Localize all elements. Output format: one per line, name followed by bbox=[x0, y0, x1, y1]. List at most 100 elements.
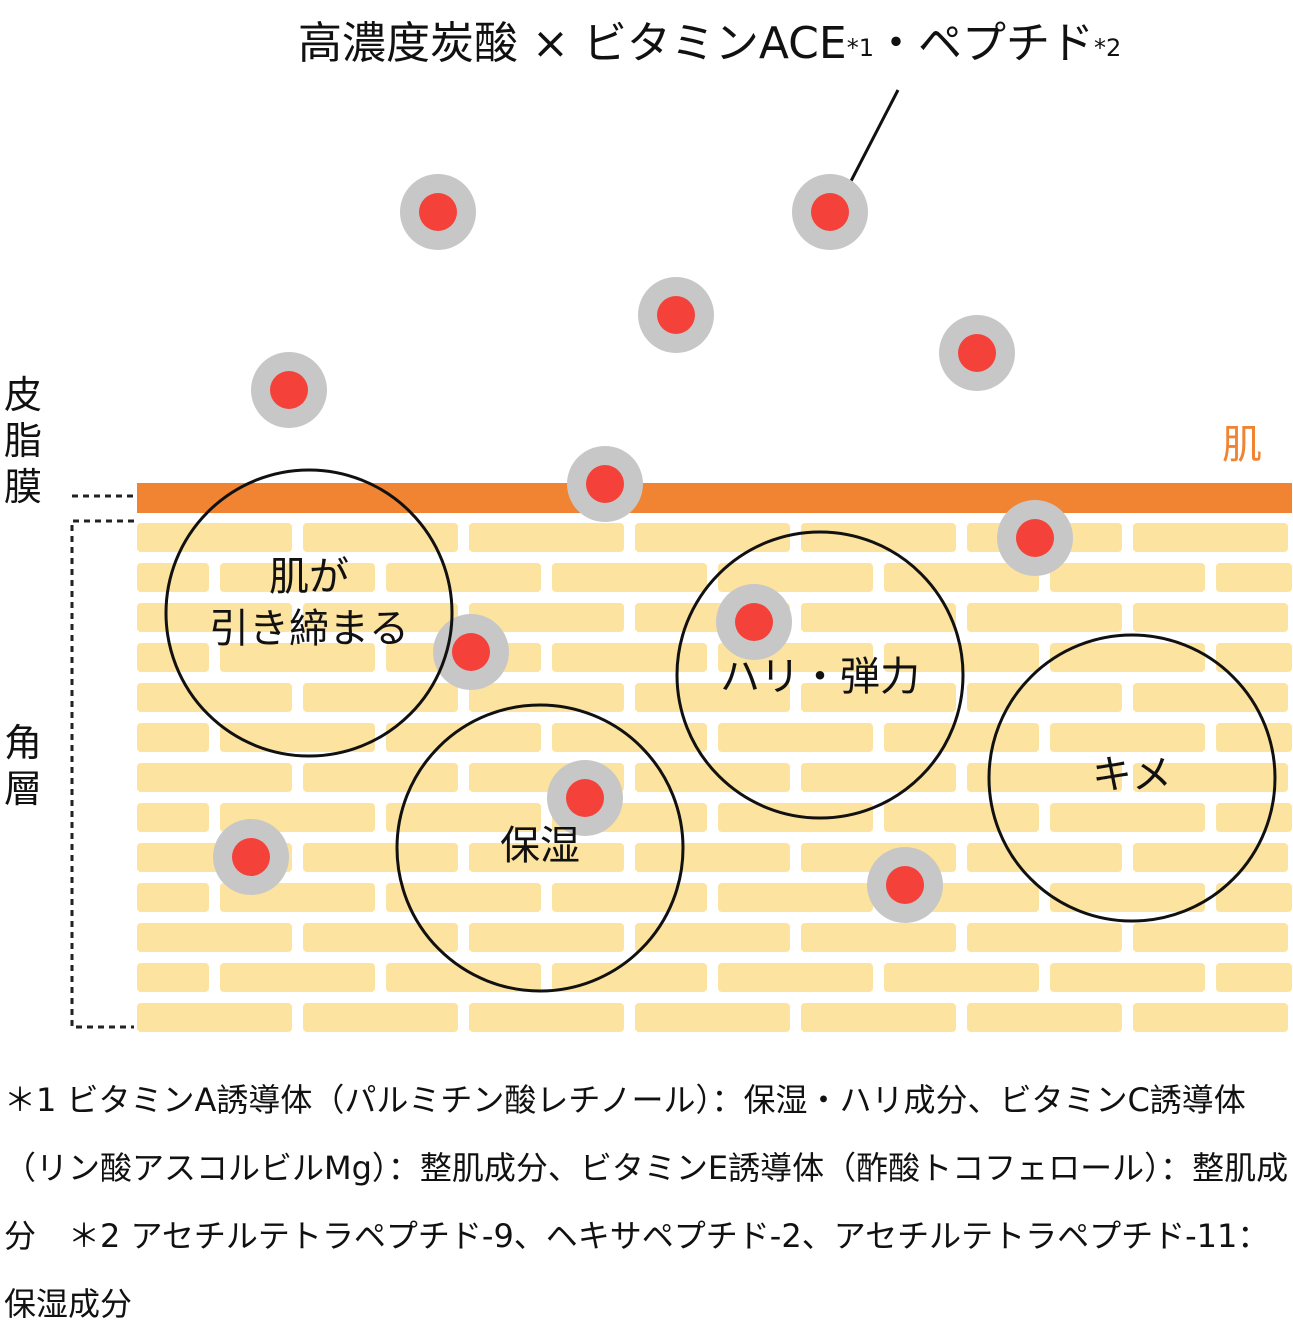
brick bbox=[552, 563, 707, 592]
brick bbox=[469, 683, 624, 712]
particle bbox=[400, 174, 476, 250]
brick bbox=[1133, 603, 1288, 632]
brick bbox=[635, 1003, 790, 1032]
brick bbox=[1133, 763, 1288, 792]
particle-core bbox=[735, 603, 773, 641]
brick bbox=[386, 563, 541, 592]
particle bbox=[251, 352, 327, 428]
footnote: ＊1 ビタミンA誘導体（パルミチン酸レチノール）：保湿・ハリ成分、ビタミンC誘導… bbox=[4, 1081, 1289, 1323]
brick bbox=[1133, 683, 1288, 712]
brick bbox=[967, 923, 1122, 952]
particle bbox=[547, 760, 623, 836]
brick bbox=[137, 923, 292, 952]
brick bbox=[137, 683, 292, 712]
particle bbox=[716, 584, 792, 660]
circle-texture bbox=[987, 633, 1277, 923]
brick bbox=[884, 563, 1039, 592]
brick bbox=[884, 723, 1039, 752]
brick bbox=[884, 963, 1039, 992]
particle bbox=[638, 277, 714, 353]
brick bbox=[718, 963, 873, 992]
brick bbox=[220, 643, 375, 672]
brick bbox=[137, 563, 209, 592]
particle bbox=[997, 500, 1073, 576]
circle-moisture bbox=[395, 703, 685, 993]
particle bbox=[433, 614, 509, 690]
brick bbox=[967, 683, 1122, 712]
skin-label: 肌 bbox=[1222, 422, 1262, 468]
brick bbox=[137, 763, 292, 792]
brick bbox=[303, 523, 458, 552]
brick bbox=[303, 843, 458, 872]
title: 高濃度炭酸 × ビタミンACE*1・ペプチド*2 bbox=[298, 14, 1121, 74]
title-pointer-line bbox=[848, 89, 900, 184]
brick bbox=[1216, 723, 1292, 752]
sebum-film-label: 皮脂膜 bbox=[3, 373, 42, 509]
brick bbox=[303, 1003, 458, 1032]
particle bbox=[939, 315, 1015, 391]
particle bbox=[792, 174, 868, 250]
brick bbox=[967, 1003, 1122, 1032]
brick bbox=[469, 843, 624, 872]
particle bbox=[867, 847, 943, 923]
brick bbox=[1050, 643, 1205, 672]
brick bbox=[386, 803, 541, 832]
brick bbox=[967, 763, 1122, 792]
circle-label-moisture: 保湿 bbox=[500, 823, 580, 869]
title-main: 高濃度炭酸 × ビタミンACE bbox=[298, 18, 847, 69]
brick bbox=[137, 1003, 292, 1032]
particle bbox=[567, 446, 643, 522]
brick bbox=[1050, 883, 1205, 912]
stratum-corneum-bricks bbox=[137, 523, 1292, 1032]
title-sup2: *2 bbox=[1093, 34, 1122, 62]
brick bbox=[1050, 723, 1205, 752]
circle-label-tighten-line2: 引き締まる bbox=[209, 606, 409, 652]
title-mid: ・ペプチド bbox=[873, 18, 1094, 69]
brick bbox=[303, 603, 458, 632]
circle-tighten bbox=[164, 468, 454, 758]
brick bbox=[469, 1003, 624, 1032]
brick bbox=[552, 643, 707, 672]
brick bbox=[1216, 803, 1292, 832]
brick bbox=[801, 923, 956, 952]
particle-core bbox=[657, 296, 695, 334]
particle bbox=[213, 819, 289, 895]
brick bbox=[801, 523, 956, 552]
brick bbox=[801, 603, 956, 632]
stratum-corneum-label: 角層 bbox=[3, 721, 42, 811]
brick bbox=[718, 803, 873, 832]
brick bbox=[635, 843, 790, 872]
brick bbox=[1133, 843, 1288, 872]
brick bbox=[303, 683, 458, 712]
brick bbox=[137, 963, 209, 992]
brick bbox=[801, 763, 956, 792]
circle-label-texture: キメ bbox=[1092, 752, 1172, 798]
brick bbox=[884, 803, 1039, 832]
particle-core bbox=[452, 633, 490, 671]
brick bbox=[1216, 963, 1292, 992]
brick bbox=[635, 683, 790, 712]
circle-elasticity bbox=[675, 530, 965, 820]
particle-core bbox=[958, 334, 996, 372]
brick bbox=[303, 763, 458, 792]
brick bbox=[1216, 643, 1292, 672]
brick bbox=[220, 723, 375, 752]
particle-core bbox=[1016, 519, 1054, 557]
brick bbox=[801, 1003, 956, 1032]
brick bbox=[635, 923, 790, 952]
brick bbox=[303, 923, 458, 952]
particle-core bbox=[886, 866, 924, 904]
particle-core bbox=[232, 838, 270, 876]
brick bbox=[1216, 883, 1292, 912]
brick bbox=[1133, 923, 1288, 952]
particle-core bbox=[270, 371, 308, 409]
brick bbox=[552, 883, 707, 912]
brick bbox=[1133, 1003, 1288, 1032]
brick bbox=[967, 843, 1122, 872]
circle-label-tighten-line1: 肌が bbox=[269, 554, 349, 600]
brick bbox=[469, 923, 624, 952]
particle-core bbox=[419, 193, 457, 231]
title-sup1: *1 bbox=[846, 34, 874, 62]
brick bbox=[137, 883, 209, 912]
